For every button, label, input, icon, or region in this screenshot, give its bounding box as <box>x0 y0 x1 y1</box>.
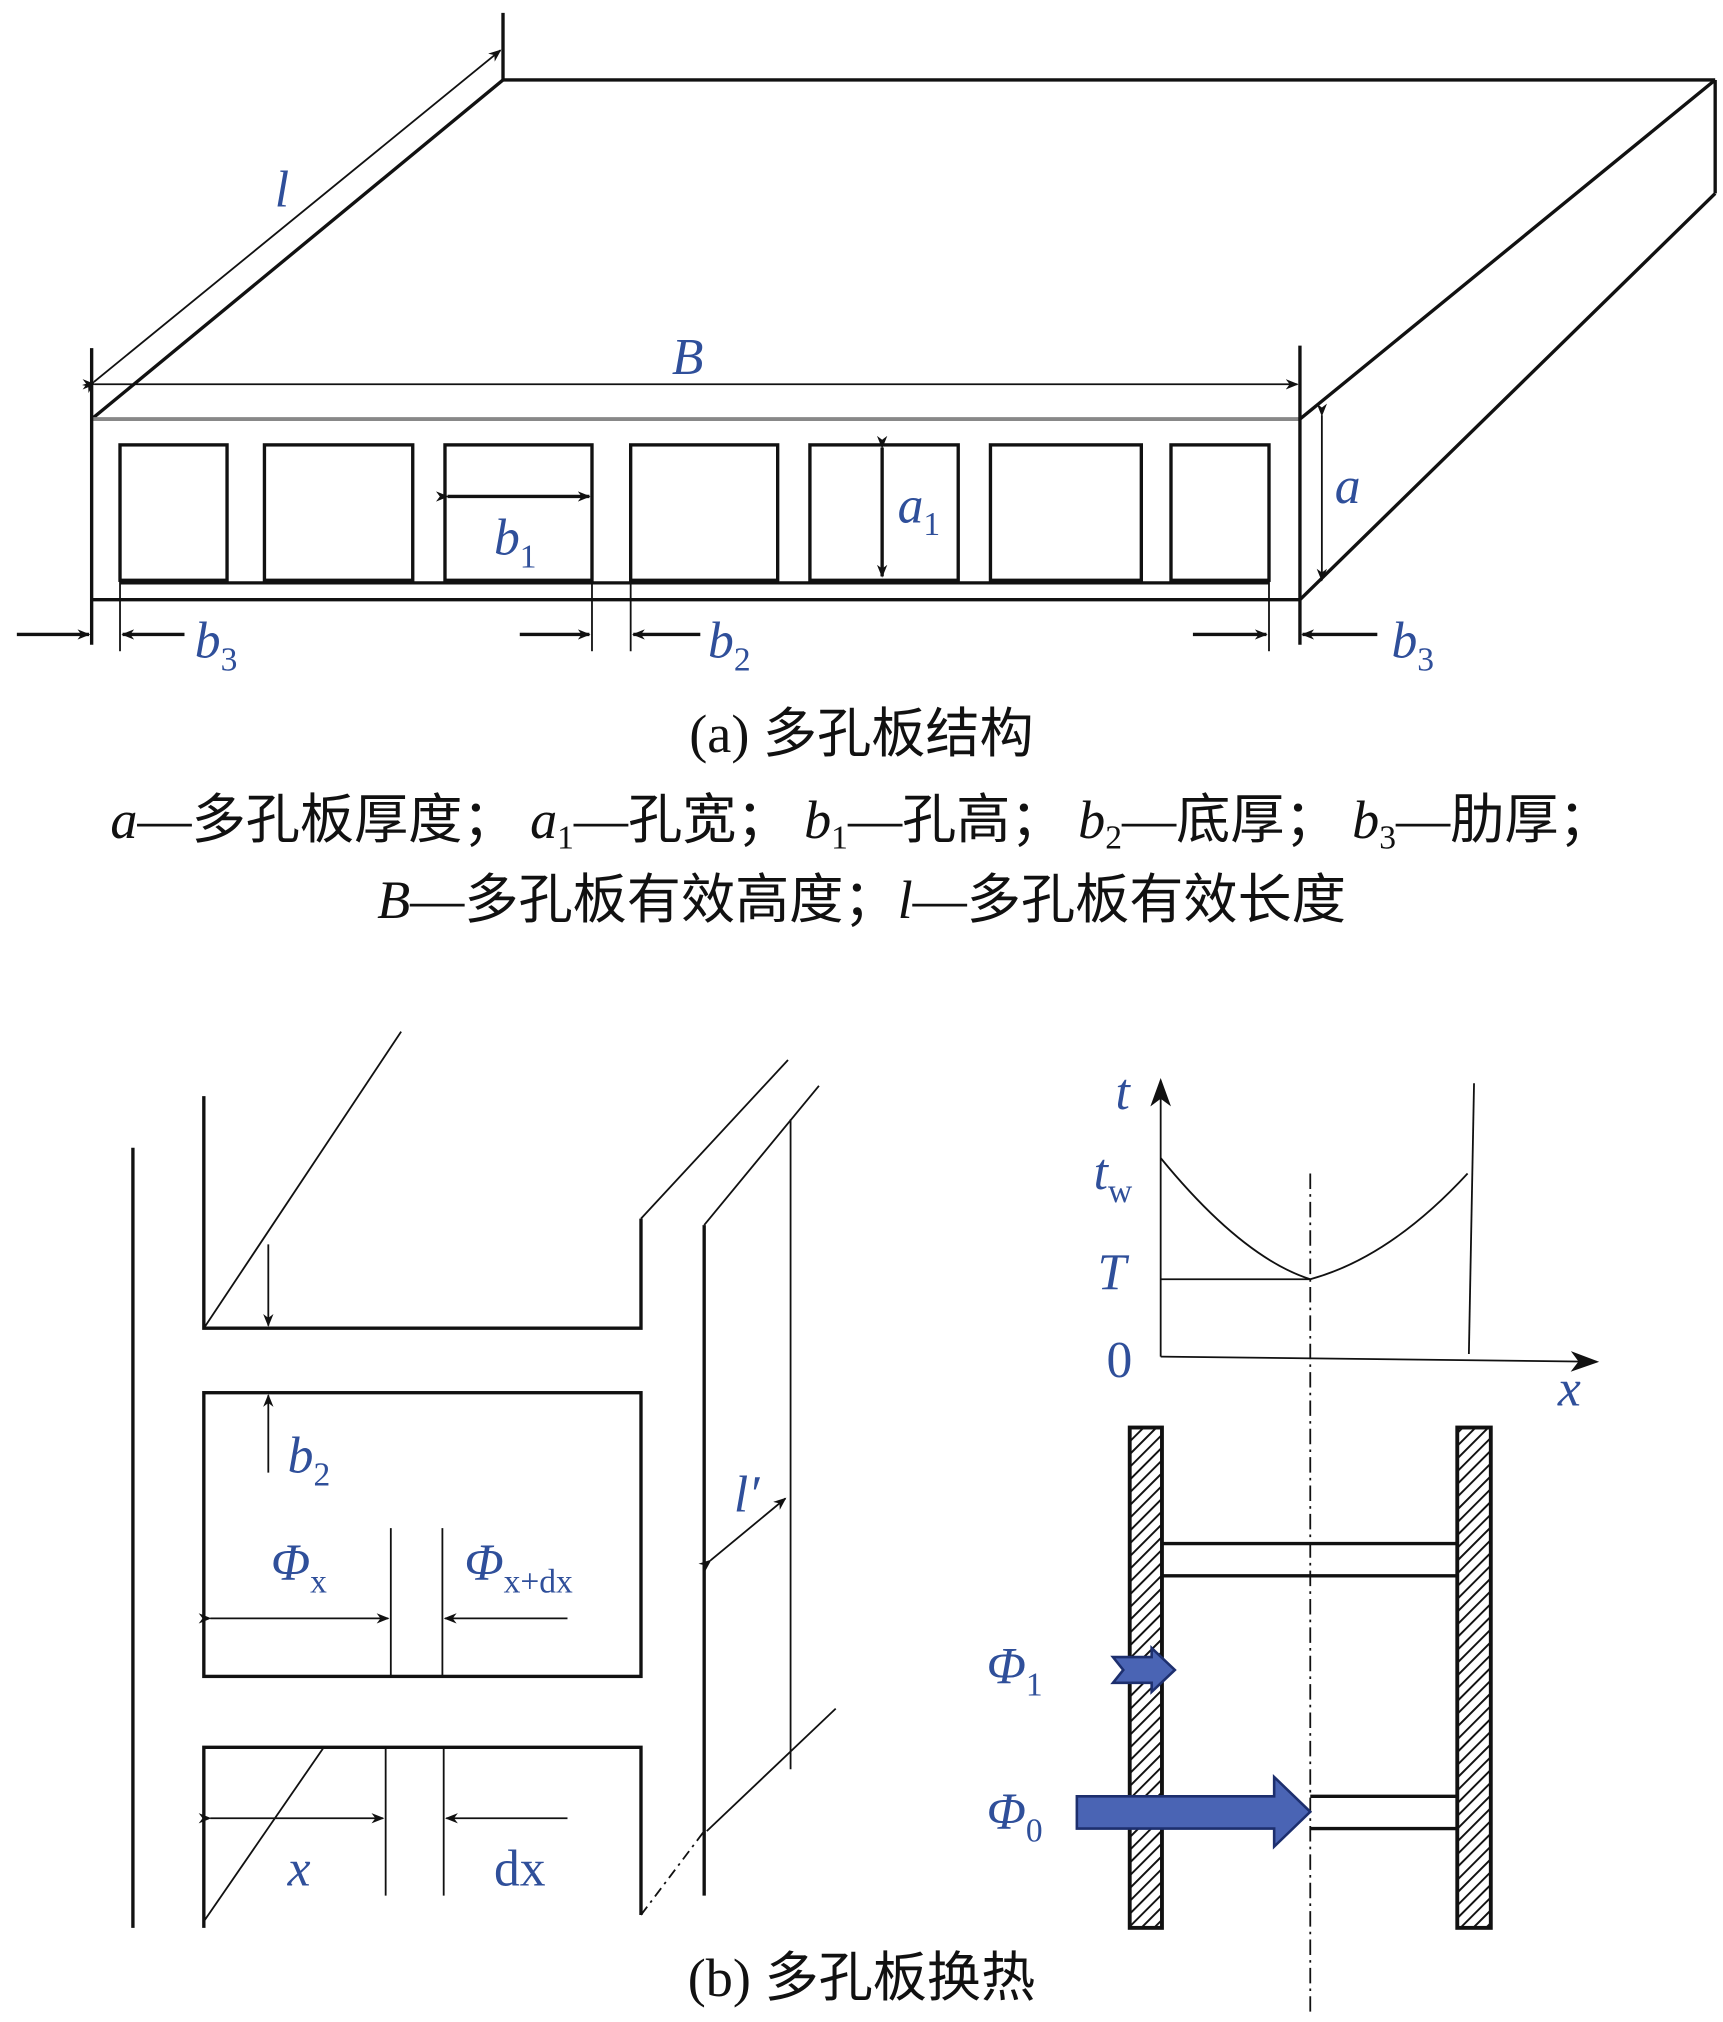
tick-T: T <box>1097 1245 1129 1302</box>
label-b2: b2 <box>708 613 751 679</box>
label-phi0: Φ0 <box>987 1784 1043 1850</box>
axis-label-x: x <box>1557 1361 1581 1418</box>
axis-label-t: t <box>1116 1064 1132 1121</box>
wall-section: Φ1 Φ0 <box>987 1425 1493 1930</box>
label-b2-b: b2 <box>288 1428 331 1494</box>
tick-tw: tw <box>1094 1144 1133 1210</box>
legend-line-2: B—多孔板有效高度；l—多孔板有效长度 <box>377 870 1346 930</box>
dimension-arrows-b <box>198 1244 787 1824</box>
label-B: B <box>672 329 704 386</box>
caption-a: (a) 多孔板结构 <box>689 704 1033 764</box>
legend-line-1: a—多孔板厚度； a1—孔宽； b1—孔高； b2—底厚； b3—肋厚； <box>110 790 1612 856</box>
right-wall <box>1455 1425 1493 1930</box>
channel-section-drawing <box>131 1031 837 1928</box>
labels-b: b2 Φx Φx+dx x dx l′ <box>271 1428 760 1898</box>
label-b3-left: b3 <box>195 613 238 679</box>
label-x: x <box>287 1840 311 1897</box>
phi0-arrow-icon <box>1075 1773 1313 1850</box>
caption-b: (b) 多孔板换热 <box>688 1948 1035 2008</box>
label-phi-x-dx: Φx+dx <box>464 1535 573 1601</box>
label-l-prime: l′ <box>734 1466 760 1523</box>
label-b1: b1 <box>494 510 537 576</box>
phi1-arrow-icon <box>1110 1645 1177 1695</box>
temperature-graph: t tw T 0 x <box>1094 1064 1600 2015</box>
label-dx: dx <box>494 1840 546 1897</box>
plate-holes <box>118 443 1271 582</box>
label-a1: a1 <box>898 477 941 543</box>
label-a: a <box>1335 458 1361 515</box>
temperature-curve <box>1159 1157 1469 1281</box>
label-b3-right: b3 <box>1392 613 1435 679</box>
label-phi-x: Φx <box>271 1535 327 1601</box>
dimension-arrows-a <box>16 49 1378 640</box>
plate-3d-drawing <box>89 12 1717 652</box>
label-l: l <box>275 161 289 218</box>
tick-zero: 0 <box>1107 1332 1133 1389</box>
labels-a: l B a a1 b1 b3 b2 b3 <box>195 161 1434 678</box>
label-phi1: Φ1 <box>987 1638 1043 1704</box>
